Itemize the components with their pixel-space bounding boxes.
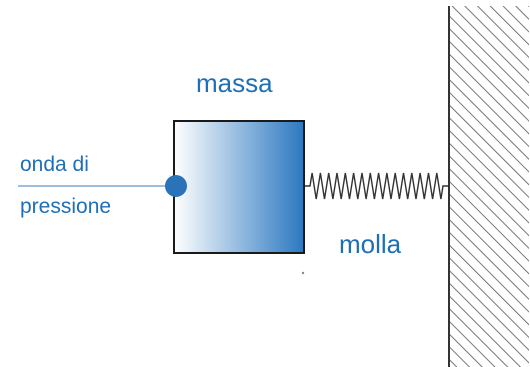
spring-label: molla — [339, 229, 402, 259]
pressure-wave-label-line2: pressione — [20, 195, 112, 218]
mass-label: massa — [196, 68, 273, 98]
mass-block — [173, 120, 305, 254]
wall — [449, 6, 529, 367]
pressure-wave-label-line1: onda di — [20, 153, 89, 176]
stray-mark — [301, 271, 305, 275]
spring — [304, 172, 449, 200]
contact-point-icon — [165, 175, 187, 197]
